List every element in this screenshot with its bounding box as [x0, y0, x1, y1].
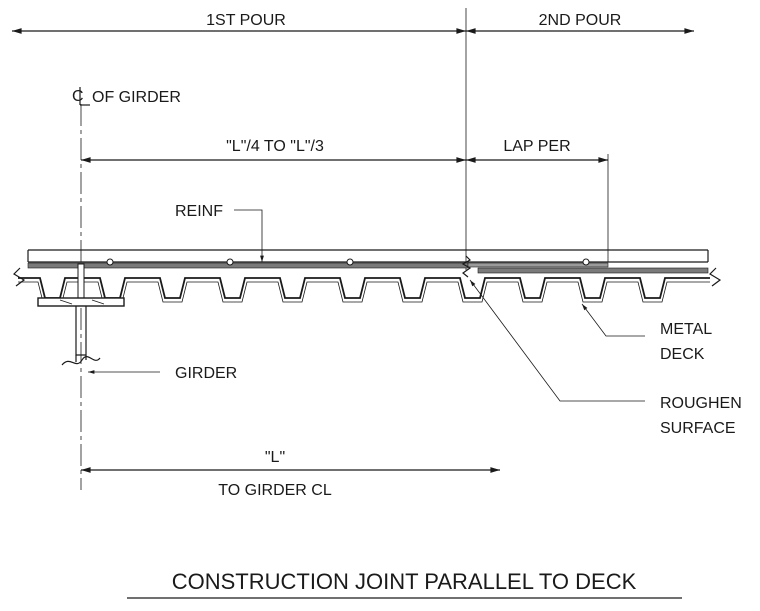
reinf-callout: REINF	[175, 203, 264, 262]
reinforcing-bars	[27, 258, 709, 274]
l-dimension: "L" TO GIRDER CL	[81, 449, 500, 499]
title-text: CONSTRUCTION JOINT PARALLEL TO DECK	[172, 569, 637, 594]
construction-joint	[461, 255, 472, 278]
lap-per-label: LAP PER	[503, 138, 570, 155]
steel-girder	[37, 263, 125, 366]
l-dim-label: "L"	[265, 449, 285, 466]
girder-callout: GIRDER	[88, 365, 237, 382]
rebar-dot	[106, 258, 114, 266]
roughen-callout: ROUGHEN SURFACE	[469, 279, 742, 437]
l-range-label: "L"/4 TO "L"/3	[226, 138, 324, 155]
girder-centerline: C OF GIRDER	[72, 87, 181, 490]
svg-text:C: C	[72, 88, 84, 105]
metal-label: METAL	[660, 321, 712, 338]
centerline-icon: C	[72, 87, 90, 106]
reinf-label: REINF	[175, 203, 223, 220]
concrete-slab	[27, 249, 709, 263]
pour-dimension: 1ST POUR 2ND POUR	[11, 8, 695, 270]
surface-label: SURFACE	[660, 420, 736, 437]
first-pour-label: 1ST POUR	[206, 12, 286, 29]
roughen-label: ROUGHEN	[660, 395, 742, 412]
second-pour-label: 2ND POUR	[539, 12, 622, 29]
girder-label: GIRDER	[175, 365, 237, 382]
drawing-title: CONSTRUCTION JOINT PARALLEL TO DECK	[127, 569, 682, 599]
rebar-dot	[582, 258, 590, 266]
metal-deck	[13, 267, 722, 303]
deck-label: DECK	[660, 346, 705, 363]
lap-dimension: "L"/4 TO "L"/3 LAP PER	[81, 138, 609, 262]
to-girder-cl-label: TO GIRDER CL	[218, 482, 332, 499]
rebar-dot	[346, 258, 354, 266]
rebar-dot	[226, 258, 234, 266]
cl-of-girder-label: OF GIRDER	[92, 89, 181, 106]
metal-deck-callout: METAL DECK	[581, 303, 712, 363]
